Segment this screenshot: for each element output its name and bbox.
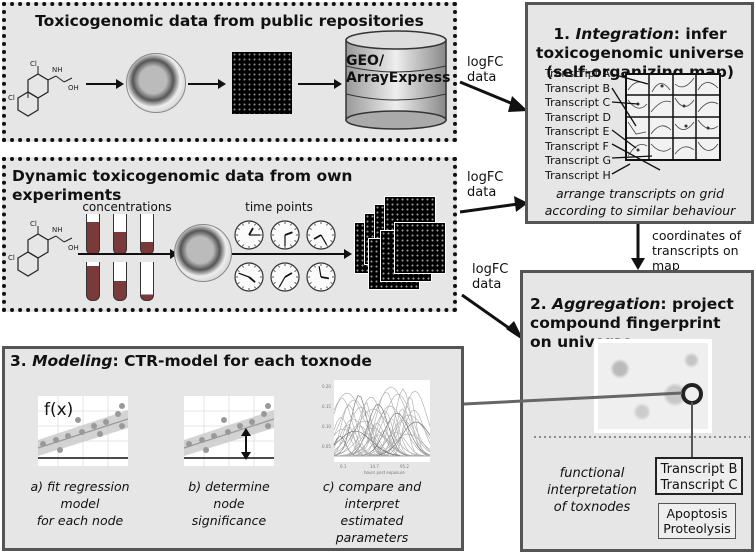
terms-box: Apoptosis Proteolysis: [658, 503, 736, 539]
arrow-icon: [86, 79, 124, 89]
chemical-structure-icon: Cl Cl NH OH: [8, 220, 79, 277]
fingerprint-map: [594, 339, 712, 433]
som-grid: [625, 73, 721, 161]
transcript-label: Transcript G: [545, 154, 612, 167]
test-tube-icon: [113, 262, 127, 301]
transcripts-box: Transcript B Transcript C: [655, 457, 743, 495]
panel-public-title: Toxicogenomic data from public repositor…: [35, 12, 424, 30]
caption-a: a) fit regression model for each node: [30, 479, 130, 528]
caption-c: c) compare and interpret estimated param…: [322, 479, 422, 545]
flow-arrow-1: [459, 80, 528, 112]
arrow-icon: [188, 79, 226, 89]
microarray-icon: [232, 52, 292, 114]
logfc-label-3: logFC data: [472, 262, 509, 292]
modeling-title: 3. Modeling: CTR-model for each toxnode: [10, 352, 372, 370]
svg-text:0.1: 0.1: [340, 464, 347, 469]
integration-caption: arrange transcripts on grid according to…: [544, 186, 736, 218]
transcript-label: Transcript D: [545, 110, 611, 124]
clock-icon: [234, 220, 264, 250]
transcript-label: Transcript C: [545, 96, 611, 109]
transcript-mapping-arrows: [611, 73, 661, 175]
zebrafish-embryo-icon: [174, 224, 232, 282]
svg-text:0.15: 0.15: [322, 404, 331, 409]
flow-arrow-2: [459, 196, 528, 214]
clock-icon: [270, 262, 300, 292]
svg-text:Cl: Cl: [8, 254, 15, 262]
database-label: GEO/ ArrayExpress: [346, 53, 451, 86]
zebrafish-embryo-icon: [126, 53, 186, 113]
chemical-structure-icon: Cl Cl NH OH: [8, 60, 79, 117]
transcript-label: Transcript E: [545, 125, 610, 138]
svg-text:0.20: 0.20: [322, 384, 331, 389]
arrow-icon: [298, 79, 342, 89]
transcript-label: Transcript H: [545, 168, 611, 182]
fx-label: f(x): [44, 400, 74, 420]
svg-text:14.7: 14.7: [370, 464, 379, 469]
clock-icon: [270, 220, 300, 250]
test-tube-icon: [86, 262, 100, 301]
timepoints-label: time points: [245, 200, 313, 214]
regression-plot-a: [37, 396, 129, 466]
flow-arrow-down: [631, 224, 645, 270]
transcript-label: Transcript A: [545, 67, 611, 80]
svg-text:Cl: Cl: [30, 220, 37, 228]
svg-text:Cl: Cl: [30, 60, 37, 68]
svg-text:NH: NH: [52, 66, 63, 74]
logfc-label-1: logFC data: [467, 55, 504, 85]
svg-text:Cl: Cl: [8, 94, 15, 102]
svg-text:0.10: 0.10: [322, 424, 331, 429]
separator-dashed: [534, 436, 750, 438]
arrow-icon: [78, 249, 178, 259]
svg-text:NH: NH: [52, 226, 63, 234]
flow-arrow-3: [461, 293, 524, 341]
concentrations-label: concentrations: [82, 200, 172, 214]
svg-text:0.05: 0.05: [322, 444, 331, 449]
arrow-icon: [232, 249, 352, 259]
logfc-label-2: logFC data: [467, 170, 504, 200]
caption-b: b) determine node significance: [188, 479, 270, 528]
svg-text:hours post exposure: hours post exposure: [364, 470, 405, 475]
clock-icon: [306, 220, 336, 250]
coordinates-label: coordinates of transcripts on map: [652, 228, 742, 273]
modeling-connector: [463, 391, 683, 406]
svg-text:OH: OH: [68, 84, 79, 92]
panel-dynamic-title: Dynamic toxicogenomic data from own expe…: [12, 167, 353, 204]
clock-icon: [234, 262, 264, 292]
svg-text:OH: OH: [68, 244, 79, 252]
transcript-label: Transcript F: [545, 139, 609, 153]
test-tube-icon: [140, 262, 154, 301]
transcript-label: Transcript B: [545, 81, 611, 95]
functional-text: functional interpretation of toxnodes: [547, 466, 637, 515]
regression-plot-b: [183, 396, 275, 466]
ring-connector: [691, 402, 693, 458]
clock-icon: [306, 262, 336, 292]
database-icon: [345, 30, 447, 130]
svg-text:95.2: 95.2: [400, 464, 409, 469]
